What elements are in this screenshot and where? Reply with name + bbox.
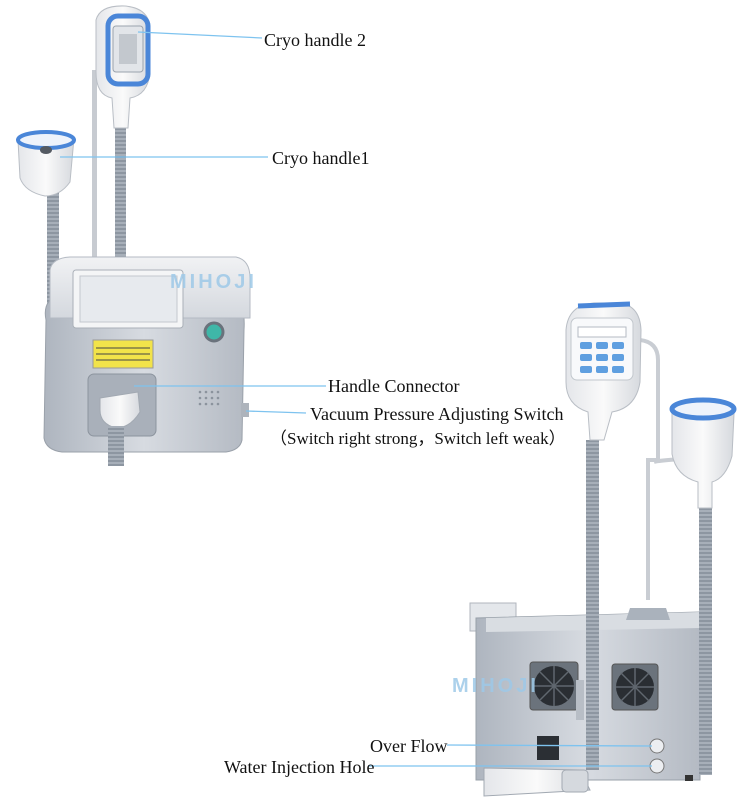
watermark-left: MIHOJI	[170, 271, 257, 293]
vacuum-switch-knob	[241, 403, 249, 417]
holder-pole	[92, 70, 97, 270]
leader-over-flow	[446, 744, 653, 747]
cryo-handle-2-right	[565, 301, 642, 441]
hose-right-handle1	[699, 505, 712, 775]
leader-lines	[60, 31, 653, 767]
water-injection-port	[649, 758, 665, 774]
over-flow-port	[649, 738, 665, 754]
leader-vacuum-switch	[245, 410, 307, 414]
label-over-flow: Over Flow	[370, 736, 448, 756]
power-switch	[537, 736, 559, 760]
right-handle-connector	[483, 767, 591, 797]
fan-right	[611, 663, 659, 711]
cryo-handle-1-right	[669, 397, 737, 509]
hose-right-handle2	[586, 440, 599, 770]
label-vacuum-switch-note: （Switch right strong，Switch left weak）	[270, 429, 566, 448]
cryo-handle-1	[16, 130, 76, 197]
hose-left-handle2	[115, 120, 126, 270]
cryo-handle-2	[95, 5, 151, 129]
machine-left: MIHOJI	[16, 5, 257, 466]
holder-base	[626, 608, 670, 620]
machine-right: MIHOJI	[452, 301, 737, 797]
label-water-injection: Water Injection Hole	[224, 757, 375, 777]
fan-left	[529, 661, 579, 711]
watermark-right: MIHOJI	[452, 675, 539, 697]
leader-cryo-handle-2	[137, 31, 263, 39]
label-handle-connector: Handle Connector	[328, 376, 460, 396]
handle-connector	[99, 391, 141, 466]
label-cryo-handle-1: Cryo handle1	[272, 148, 370, 168]
label-cryo-handle-2: Cryo handle 2	[264, 30, 366, 50]
label-vacuum-switch: Vacuum Pressure Adjusting Switch	[310, 404, 564, 424]
